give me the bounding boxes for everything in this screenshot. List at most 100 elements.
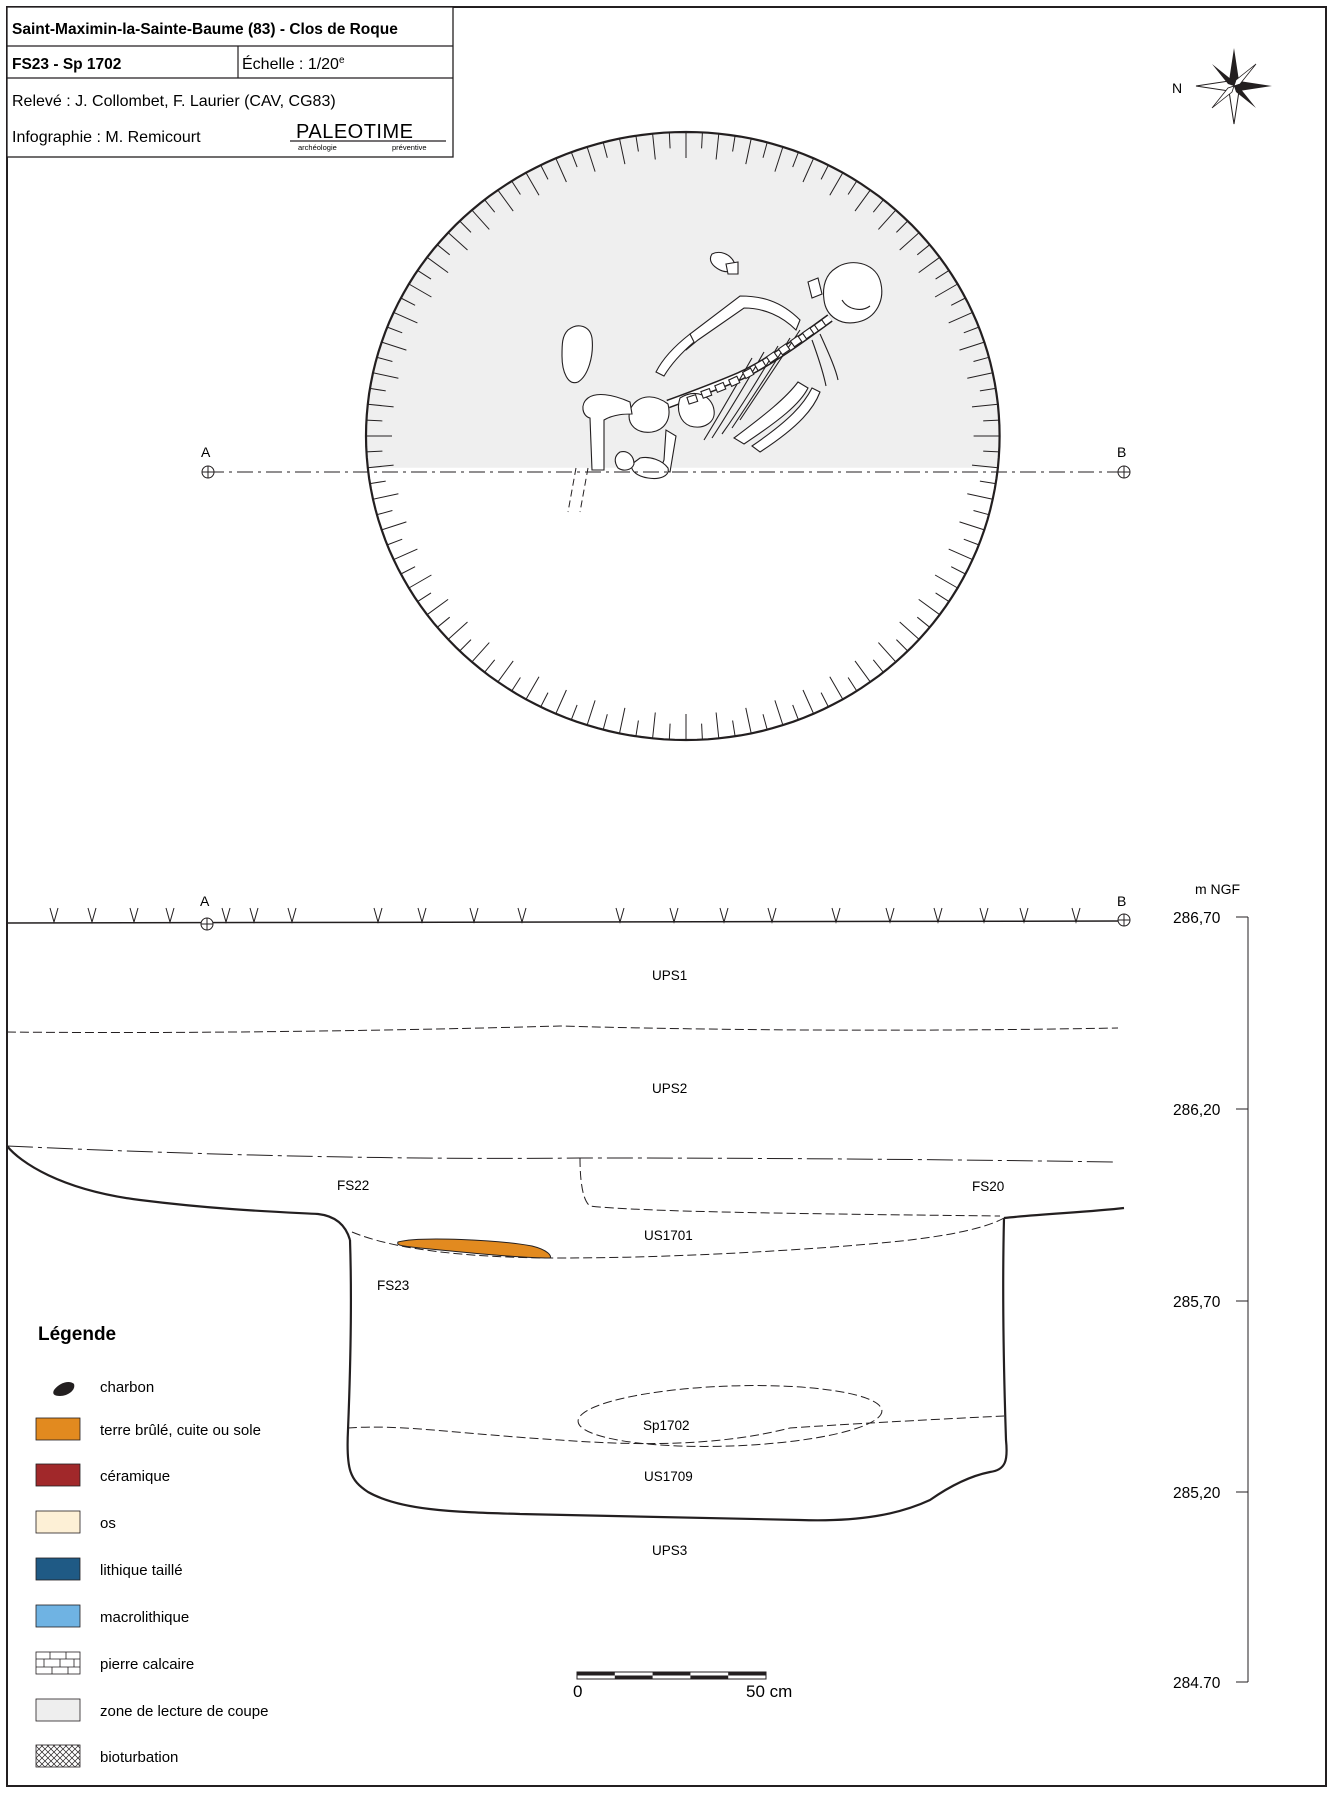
grass-mark — [1071, 907, 1081, 924]
grass-mark — [669, 907, 679, 924]
hachure-tick — [484, 199, 496, 213]
skull — [822, 262, 883, 324]
hachure-ticks — [366, 132, 1000, 740]
hachure-tick — [635, 720, 639, 737]
legend-item: pierre calcaire — [35, 1651, 194, 1675]
north-label: N — [1172, 80, 1182, 96]
grass-mark — [49, 907, 59, 924]
plan-point-a-marker — [201, 465, 215, 479]
hachure-tick — [619, 707, 626, 734]
hachure-tick — [948, 311, 973, 324]
hachure-tick — [381, 521, 407, 531]
hachure-tick — [872, 199, 884, 213]
elevation-tick-label: 286,20 — [1173, 1102, 1221, 1119]
plan-reading-zone — [366, 132, 1000, 468]
layer-label-fs20: FS20 — [972, 1179, 1004, 1194]
legend-swatch — [35, 1604, 81, 1628]
grass-mark — [767, 907, 777, 924]
layer-label-sp1702: Sp1702 — [643, 1418, 690, 1433]
hachure-tick — [774, 146, 784, 172]
hachure-tick — [959, 341, 985, 351]
hachure-tick — [602, 714, 608, 730]
grass-mark — [417, 907, 427, 924]
hachure-tick — [668, 132, 671, 149]
hachure-tick — [555, 158, 567, 183]
hachure-tick — [762, 142, 768, 158]
hachure-tick — [426, 598, 449, 616]
hachure-tick — [408, 283, 432, 298]
hachure-tick — [668, 723, 671, 740]
femur-projection — [567, 467, 589, 513]
hachure-tick — [471, 642, 490, 663]
hachure-tick — [417, 592, 432, 603]
grass-mark — [719, 907, 729, 924]
hachure-tick — [774, 700, 784, 726]
burnt-earth-lens — [397, 1238, 551, 1259]
hachure-tick — [426, 256, 449, 274]
hachure-tick — [878, 209, 897, 230]
hachure-tick — [872, 659, 884, 673]
hachure-tick — [555, 689, 567, 714]
crosshatch-pattern-icon — [35, 1744, 81, 1768]
scale-bar-start: 0 — [573, 1682, 582, 1701]
structure-id: FS23 - Sp 1702 — [12, 56, 121, 73]
fs20-boundary — [579, 1157, 1001, 1217]
hachure-tick — [586, 700, 596, 726]
hachure-tick — [447, 621, 468, 640]
hachure-tick — [820, 164, 829, 180]
section-label-a: A — [200, 893, 210, 909]
skeleton-drawing — [561, 251, 883, 480]
charcoal-icon — [53, 1382, 75, 1396]
hachure-tick — [935, 592, 950, 603]
hachure-tick — [586, 146, 596, 172]
hachure-tick — [366, 419, 383, 422]
grass-mark — [249, 907, 259, 924]
svg-text:zone de lecture de coupe: zone de lecture de coupe — [100, 1703, 268, 1720]
hachure-tick — [525, 676, 540, 700]
svg-text:PALEOTIME: PALEOTIME — [296, 121, 414, 143]
plan-label-b: B — [1117, 444, 1126, 460]
hachure-tick — [436, 244, 451, 256]
hachure-tick — [971, 403, 998, 408]
hachure-tick — [511, 180, 521, 195]
grass-mark — [933, 907, 943, 924]
hachure-tick — [701, 723, 703, 740]
hachure-tick — [847, 180, 858, 195]
hachure-tick — [979, 480, 996, 485]
hachure-tick — [963, 538, 979, 546]
hachure-tick — [732, 135, 736, 152]
pit-plan — [364, 130, 1001, 742]
hachure-tick — [540, 692, 549, 708]
elevation-tick-label: 284.70 — [1173, 1675, 1221, 1692]
hachure-tick — [878, 642, 897, 663]
grass-mark — [287, 907, 297, 924]
grass-mark — [517, 907, 527, 924]
fs22-outline — [6, 1145, 352, 1241]
hachure-tick — [983, 419, 1000, 422]
hachure-tick — [896, 220, 909, 233]
legend-swatch — [35, 1463, 81, 1487]
legend-item: macrolithique — [35, 1604, 189, 1628]
hachure-tick — [484, 659, 496, 673]
layer-label-fs22: FS22 — [337, 1178, 369, 1193]
hachure-tick — [745, 138, 752, 165]
hachure-tick — [967, 493, 993, 500]
hachure-tick — [417, 269, 432, 280]
grass-mark — [165, 907, 175, 924]
grass-marks — [49, 907, 1081, 924]
hachure-tick — [459, 639, 472, 652]
legend-item: céramique — [35, 1463, 170, 1487]
layer-label-us1701: US1701 — [644, 1228, 693, 1243]
hachure-tick — [400, 566, 416, 575]
hachure-tick — [387, 326, 403, 334]
hachure-tick — [983, 450, 1000, 453]
hachure-tick — [436, 616, 451, 628]
legend-swatch — [35, 1557, 81, 1581]
grass-mark — [87, 907, 97, 924]
hachure-tick — [979, 387, 996, 392]
hachure-tick — [963, 326, 979, 334]
layer-label-us1709: US1709 — [644, 1469, 693, 1484]
hachure-tick — [829, 676, 844, 700]
legend-swatch — [35, 1698, 81, 1722]
north-arrow-icon — [1195, 48, 1272, 125]
